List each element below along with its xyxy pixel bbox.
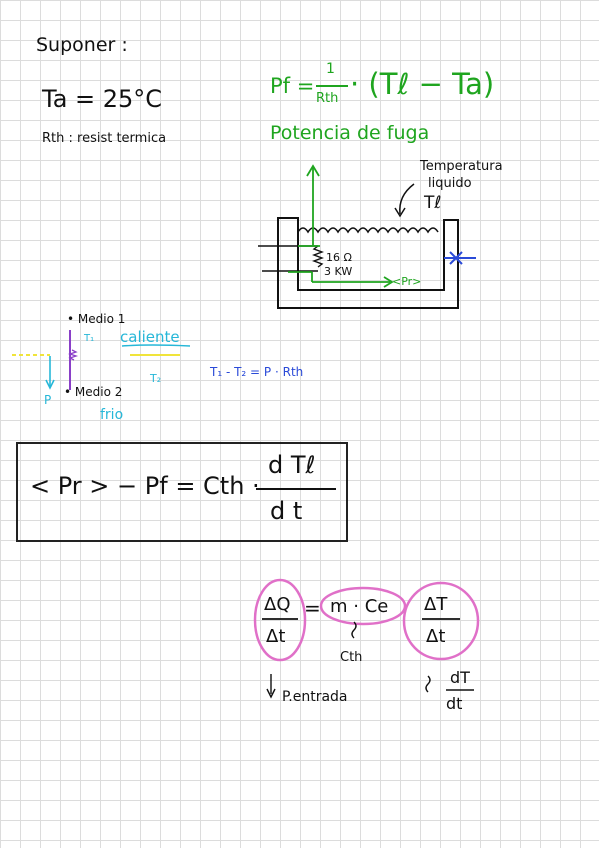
main-equation-denominator: d t: [270, 497, 303, 525]
frio-label: frio: [100, 407, 124, 423]
heat-flux-arrowhead: [45, 379, 55, 390]
pentrada-arrowhead: [266, 688, 276, 699]
equals-sign: =: [304, 596, 321, 620]
te-pointer-arrow: [399, 183, 415, 215]
deriv-brace: [425, 675, 431, 693]
dt-highlight-circle: [402, 581, 480, 661]
medio2-label: • Medio 2: [64, 385, 123, 399]
t2-label: T₂: [150, 372, 162, 385]
te-pointer-arrowhead: [394, 207, 406, 218]
resistor-ohm-label: 16 Ω: [326, 251, 352, 264]
sensor-clamp-mark: [444, 251, 476, 265]
resistor-power-label: 3 KW: [324, 265, 353, 278]
medio1-label: • Medio 1: [67, 312, 126, 326]
pentrada-label: P.entrada: [282, 689, 348, 705]
rth-note: Rth : resist termica: [42, 131, 167, 146]
caliente-label: caliente: [120, 328, 180, 346]
pf-label: Pf =: [270, 74, 315, 98]
liquido-label: liquido: [428, 176, 472, 191]
cth-label: Cth: [340, 650, 363, 665]
caliente-underline: [121, 344, 191, 347]
heat-flow-lines: [288, 164, 394, 288]
dq-highlight-circle: [253, 578, 307, 662]
thermal-resistor-symbol: [67, 349, 79, 361]
thermal-relation: T₁ - T₂ = P · Rth: [210, 365, 304, 379]
tank-vessel: [277, 217, 459, 309]
suponer-heading: Suponer :: [36, 34, 128, 56]
p-label: P: [44, 393, 52, 407]
mce-highlight-circle: [319, 586, 407, 626]
deriv-numerator: dT: [450, 668, 470, 687]
dq-denominator: Δt: [266, 626, 286, 647]
dq-numerator: ΔQ: [264, 594, 291, 615]
cth-brace: [351, 621, 357, 639]
main-equation-lhs: < Pr > − Pf = Cth ·: [30, 472, 260, 500]
deriv-denominator: dt: [446, 694, 463, 713]
main-equation-numerator: d Tℓ: [268, 451, 316, 479]
dt-denominator: Δt: [426, 626, 446, 647]
temperatura-label: Temperatura: [420, 159, 503, 174]
mass-specific-heat: m · Ce: [330, 596, 389, 617]
pf-temperature-difference: · (Tℓ − Ta): [350, 67, 495, 101]
liquid-surface: [297, 227, 439, 234]
pf-fraction-numerator: 1: [326, 61, 335, 77]
ta-equation: Ta = 25°C: [42, 85, 163, 113]
resistor-symbol: [312, 245, 324, 268]
dt-numerator: ΔT: [424, 594, 448, 615]
main-equation-box: [16, 442, 348, 542]
pf-fraction-denominator: Rth: [316, 91, 339, 106]
pr-power-label: <Pr>: [392, 275, 422, 288]
t1-label: T₁: [84, 333, 95, 344]
potencia-fuga-caption: Potencia de fuga: [270, 122, 430, 144]
te-label: Tℓ: [424, 193, 442, 213]
